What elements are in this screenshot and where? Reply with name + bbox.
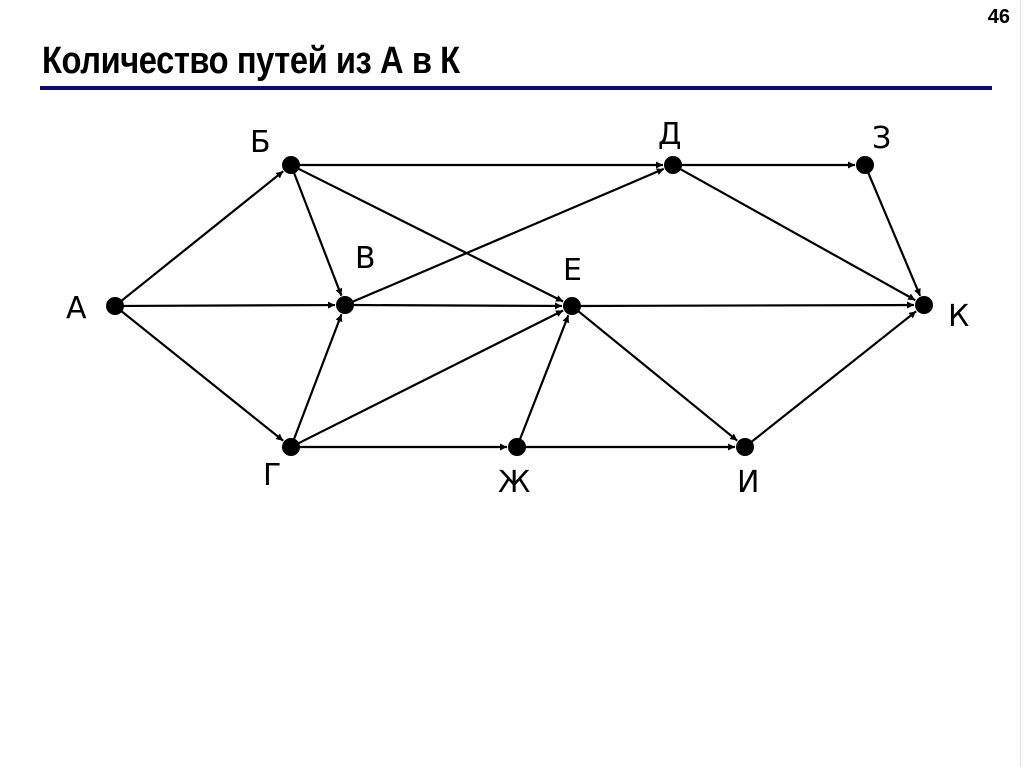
node-label: Д bbox=[658, 117, 681, 152]
edge-arrow bbox=[292, 313, 343, 442]
edge-arrow bbox=[749, 310, 917, 445]
edge-arrow bbox=[866, 170, 922, 297]
node-z: З bbox=[856, 121, 891, 174]
edge-arrow bbox=[350, 167, 665, 304]
graph-nodes: А Б В Г Д Е Ж bbox=[66, 117, 969, 500]
node-k: К bbox=[915, 296, 969, 334]
node-label: Ж bbox=[498, 465, 530, 500]
node-label: Б bbox=[250, 125, 271, 160]
node-dot bbox=[508, 438, 526, 456]
node-dot bbox=[915, 296, 933, 314]
node-dot bbox=[282, 438, 300, 456]
node-label: Г bbox=[263, 458, 281, 493]
edge-arrow bbox=[350, 302, 563, 310]
node-label: И bbox=[737, 465, 759, 500]
edge-arrow bbox=[118, 170, 284, 304]
node-d: Д bbox=[658, 117, 682, 174]
edge-arrow bbox=[118, 308, 284, 442]
node-dot bbox=[336, 296, 354, 314]
edge-arrow bbox=[518, 314, 570, 442]
node-label: А bbox=[66, 291, 87, 326]
node-b: Б bbox=[250, 125, 300, 174]
node-g: Г bbox=[263, 438, 300, 493]
node-label: Е bbox=[563, 253, 582, 288]
edge-arrow bbox=[575, 308, 738, 442]
node-i: И bbox=[736, 438, 759, 500]
edge-arrow bbox=[677, 166, 916, 302]
edge-arrow bbox=[295, 309, 564, 446]
node-zh: Ж bbox=[498, 438, 530, 500]
graph-edges bbox=[118, 161, 922, 451]
node-dot bbox=[106, 297, 124, 315]
slide-border bbox=[1020, 0, 1021, 767]
edge-arrow bbox=[577, 301, 915, 309]
node-label: В bbox=[355, 241, 376, 276]
edge-arrow bbox=[295, 166, 564, 303]
node-dot bbox=[736, 438, 754, 456]
node-dot bbox=[856, 156, 874, 174]
page-number: 46 bbox=[987, 6, 1010, 28]
node-a: А bbox=[66, 291, 124, 326]
node-dot bbox=[282, 156, 300, 174]
edge-arrow bbox=[120, 301, 336, 309]
node-e: Е bbox=[563, 253, 582, 315]
node-label: З bbox=[872, 121, 891, 156]
node-v: В bbox=[336, 241, 376, 314]
edge-arrow bbox=[292, 170, 343, 297]
node-label: К bbox=[948, 299, 969, 334]
title-rule bbox=[40, 86, 992, 90]
node-dot bbox=[664, 156, 682, 174]
slide-title: Количество путей из А в К bbox=[42, 40, 460, 82]
node-dot bbox=[563, 297, 581, 315]
